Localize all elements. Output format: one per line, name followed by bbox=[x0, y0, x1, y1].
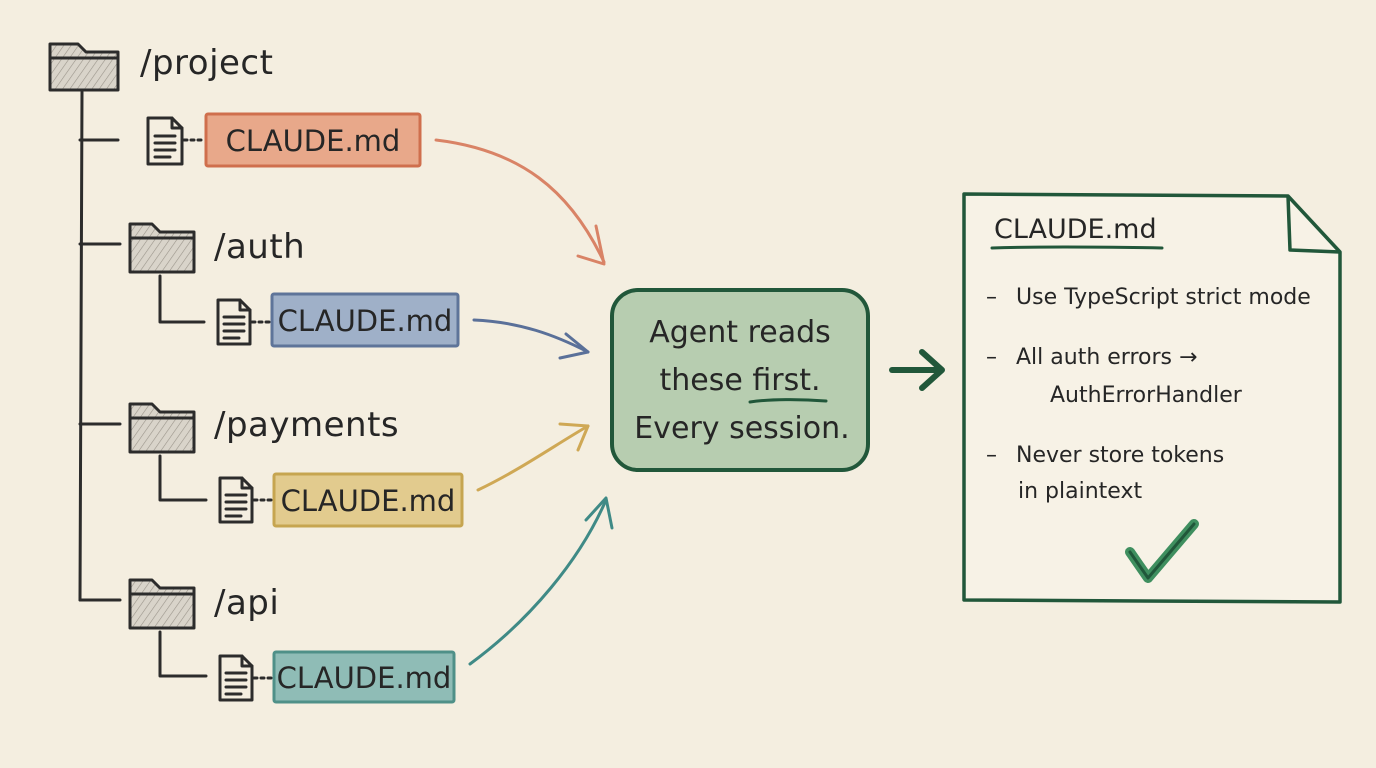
folder-icon bbox=[128, 402, 196, 454]
file-auth-claude-md[interactable]: CLAUDE.md bbox=[216, 292, 460, 348]
folder-label-auth: /auth bbox=[214, 227, 305, 267]
file-payments-claude-md[interactable]: CLAUDE.md bbox=[218, 472, 464, 528]
file-label-payments: CLAUDE.md bbox=[281, 484, 456, 518]
folder-auth[interactable]: /auth bbox=[128, 222, 305, 274]
document-icon bbox=[216, 298, 252, 346]
folder-icon bbox=[128, 578, 196, 630]
file-label-auth: CLAUDE.md bbox=[278, 304, 453, 338]
rule-text: Never store tokens bbox=[1016, 443, 1224, 468]
claude-md-note: CLAUDE.md – Use TypeScript strict mode –… bbox=[962, 192, 1342, 604]
tree-connectors bbox=[78, 90, 208, 678]
note-rule-2: – All auth errors → AuthErrorHandler bbox=[986, 345, 1243, 408]
document-icon bbox=[218, 654, 254, 702]
folder-project[interactable]: /project bbox=[48, 42, 273, 92]
note-fold bbox=[1286, 195, 1341, 254]
document-icon bbox=[146, 116, 184, 166]
arrow-api-to-agent bbox=[468, 496, 614, 666]
file-api-claude-md[interactable]: CLAUDE.md bbox=[218, 650, 456, 704]
rule-bullet: – bbox=[986, 285, 997, 310]
rule-bullet: – bbox=[986, 443, 997, 468]
file-tag-root bbox=[204, 112, 422, 168]
agent-text-line1: Agent reads bbox=[649, 315, 831, 350]
folder-icon bbox=[48, 42, 120, 92]
checkmark-icon bbox=[1125, 519, 1199, 583]
folder-label-project: /project bbox=[140, 43, 273, 83]
rule-bullet: – bbox=[986, 345, 997, 370]
agent-text-emphasis: first. bbox=[752, 363, 820, 398]
file-tag-auth bbox=[270, 292, 460, 348]
file-root-claude-md[interactable]: CLAUDE.md bbox=[146, 112, 422, 168]
note-rule-3: – Never store tokens in plaintext bbox=[986, 443, 1224, 504]
arrow-root-to-agent bbox=[434, 138, 606, 266]
file-tag-payments bbox=[272, 472, 464, 528]
folder-payments[interactable]: /payments bbox=[128, 402, 399, 454]
folder-label-api: /api bbox=[214, 583, 279, 623]
note-rule-1: – Use TypeScript strict mode bbox=[986, 285, 1311, 310]
file-tag-api bbox=[272, 650, 456, 704]
arrow-payments-to-agent bbox=[476, 422, 590, 492]
file-label-api: CLAUDE.md bbox=[277, 661, 452, 695]
folder-api[interactable]: /api bbox=[128, 578, 279, 630]
agent-text-line3: Every session. bbox=[634, 411, 849, 446]
rule-text: Use TypeScript strict mode bbox=[1016, 285, 1311, 310]
rule-text: All auth errors → bbox=[1016, 345, 1197, 370]
file-label-root: CLAUDE.md bbox=[226, 124, 401, 158]
note-title-underline bbox=[990, 245, 1164, 250]
rule-text-continued: in plaintext bbox=[1018, 479, 1142, 504]
folder-icon bbox=[128, 222, 196, 274]
agent-box: Agent reads these first. Every session. bbox=[610, 288, 870, 472]
arrow-agent-to-note bbox=[889, 349, 945, 391]
agent-text-line2: these first. bbox=[659, 363, 820, 398]
agent-text-line2-pre: these bbox=[659, 363, 752, 398]
rule-text-continued: AuthErrorHandler bbox=[1050, 383, 1243, 408]
document-icon bbox=[218, 476, 254, 524]
note-title: CLAUDE.md bbox=[994, 214, 1157, 245]
folder-label-payments: /payments bbox=[214, 405, 399, 445]
emphasis-underline bbox=[748, 398, 828, 404]
arrow-auth-to-agent bbox=[472, 318, 590, 360]
arrows-to-agent bbox=[434, 138, 614, 666]
